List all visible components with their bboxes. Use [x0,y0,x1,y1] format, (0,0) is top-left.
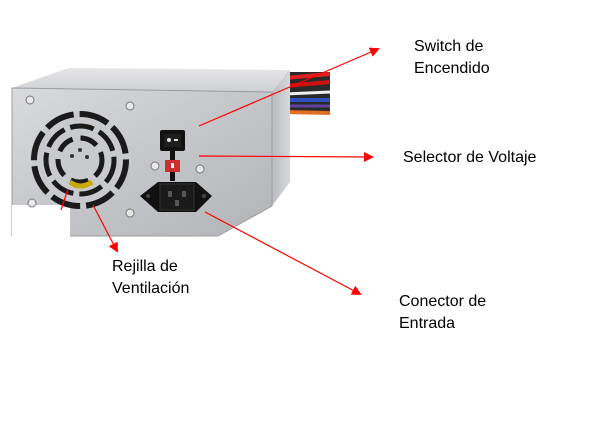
label-line: Entrada [399,315,456,332]
screws [25,95,205,218]
label-line: Switch de [414,38,484,55]
label-line: Rejilla de [112,258,178,275]
psu-top [12,68,290,92]
arrow-conector [204,211,362,295]
label-rejilla-ventilacion: Rejilla de Ventilación [112,256,189,300]
arrow-rejilla [92,204,118,253]
callout-arrows [60,47,380,295]
ac-inlet [140,182,212,212]
label-conector-entrada: Conector de Entrada [399,291,486,335]
label-line: Conector de [399,293,487,310]
fan-grille [31,111,129,209]
arrow-switch [198,47,380,127]
label-selector-voltaje: Selector de Voltaje [403,147,536,169]
label-switch-encendido: Switch de Encendido [414,36,490,80]
arrow-rejilla-tail [60,188,69,211]
arrow-selector [198,151,374,162]
label-line: Selector de Voltaje [403,149,537,166]
psu-side [272,70,290,206]
cables [284,72,331,115]
label-line: Ventilación [112,280,190,297]
voltage-selector [165,160,180,172]
label-line: Encendido [414,60,490,77]
